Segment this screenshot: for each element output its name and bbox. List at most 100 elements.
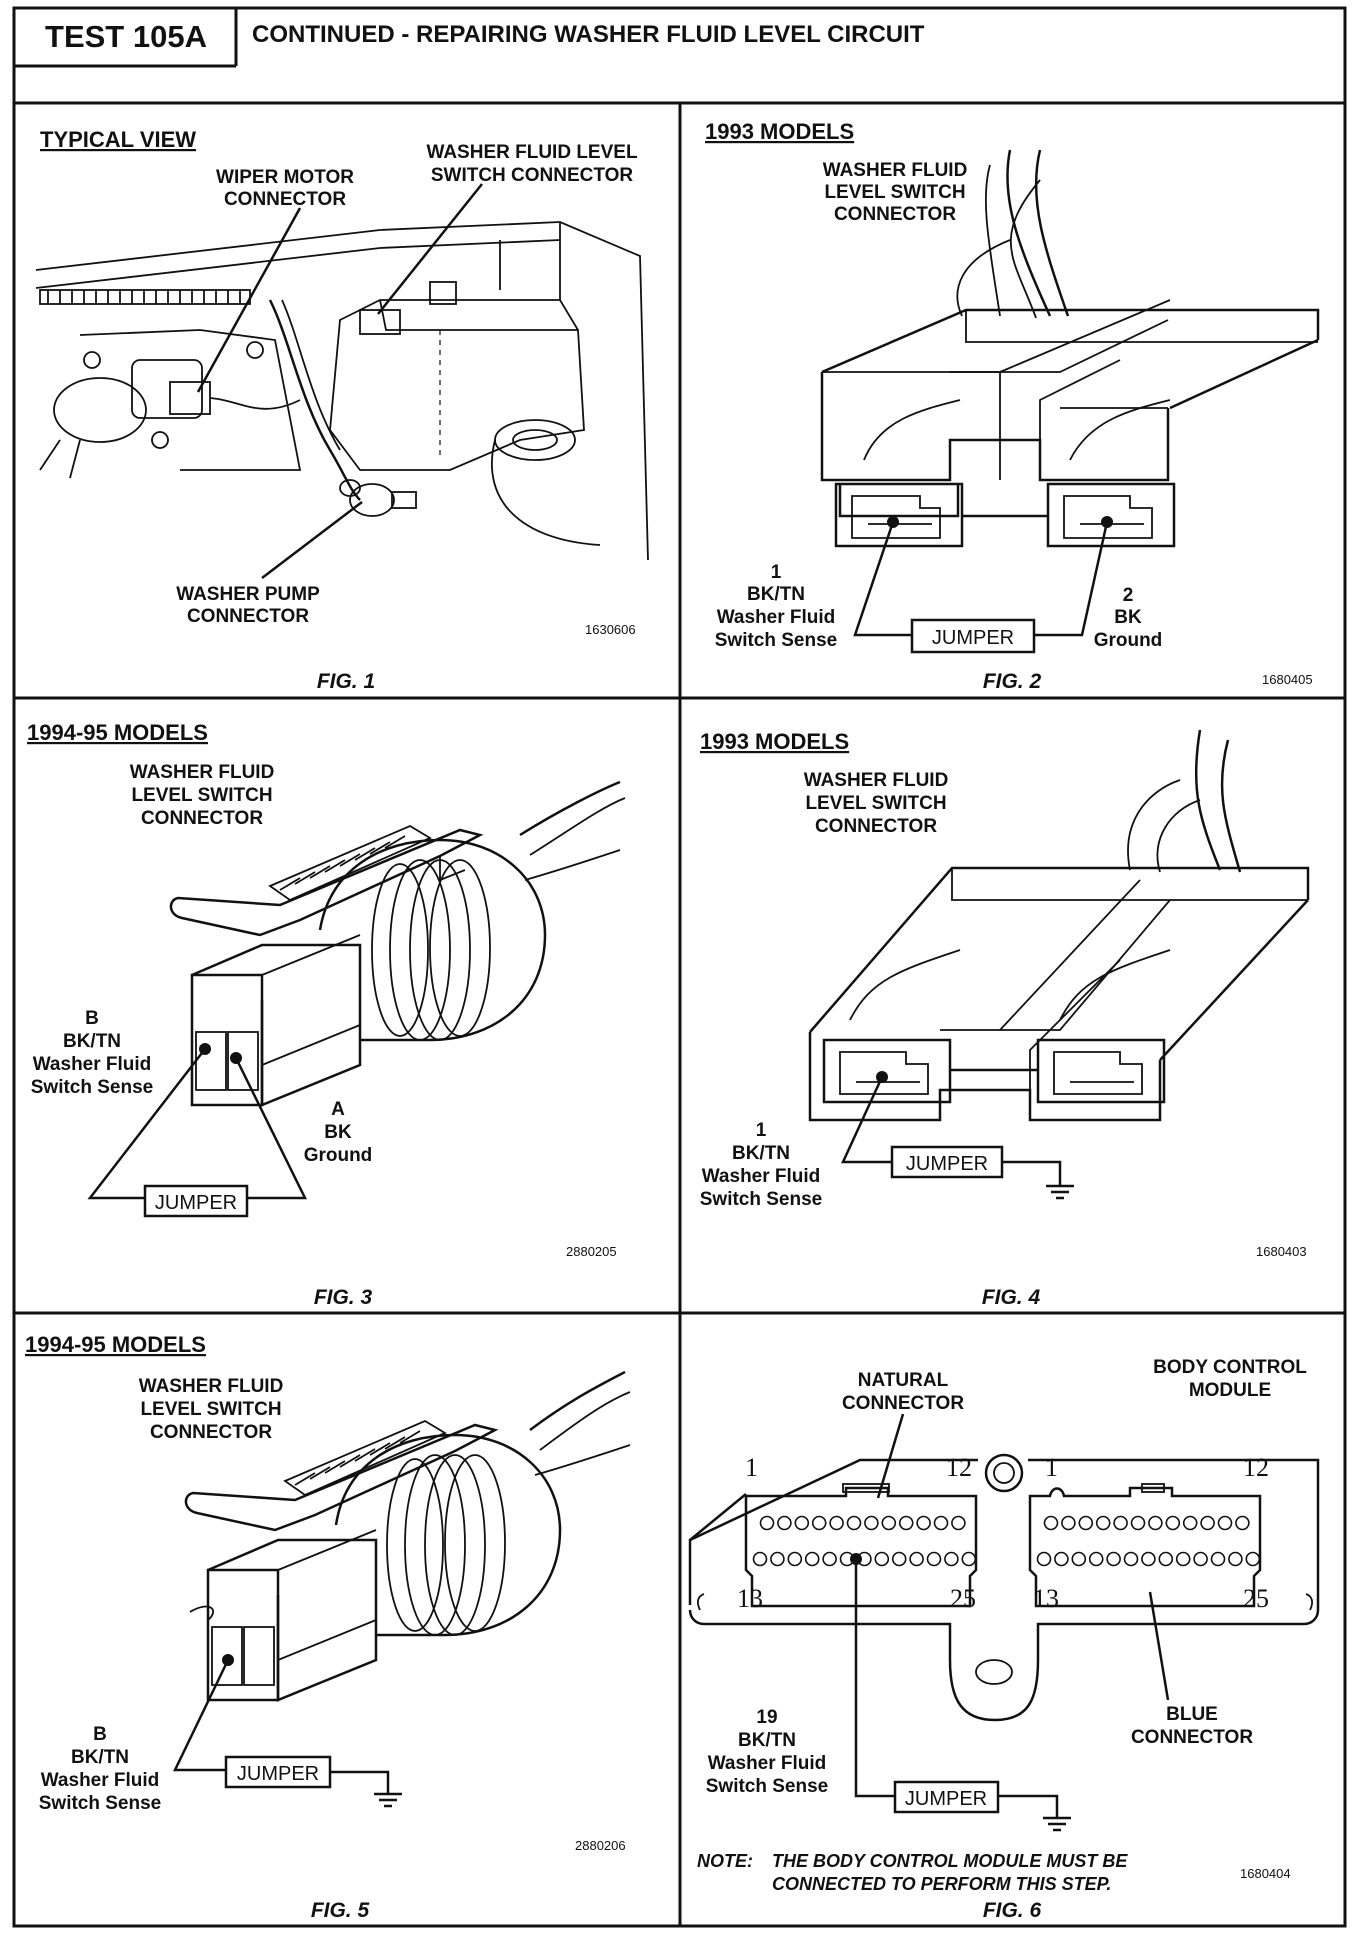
fig4-connector-label-line3: CONNECTOR bbox=[815, 816, 937, 837]
fig4-connector-label-line1: WASHER FLUID bbox=[804, 770, 949, 791]
blue-bottom-pin-hole bbox=[1193, 1551, 1208, 1567]
fig5-ground-wire bbox=[330, 1770, 390, 1784]
fig3-pin-b-desc-line1: Washer Fluid bbox=[33, 1054, 152, 1075]
blue-top-pin-hole bbox=[1200, 1515, 1215, 1531]
blue-bottom-pin-hole bbox=[1141, 1551, 1156, 1567]
fig2-pin2-desc: Ground bbox=[1094, 630, 1163, 651]
fig5-jumper-label: JUMPER bbox=[237, 1763, 319, 1785]
natural-bottom-pin-hole bbox=[770, 1551, 785, 1567]
blue-top-pin-hole bbox=[1078, 1515, 1094, 1531]
blue-top-pin-hole bbox=[1165, 1515, 1181, 1531]
fig3-jumper-label: JUMPER bbox=[155, 1192, 237, 1214]
fig6-note-label: NOTE: bbox=[697, 1851, 753, 1871]
fig1-switch-label-line1: WASHER FLUID LEVEL bbox=[426, 142, 638, 163]
fig2-panel: 1993 MODELS WASHER FLUID LEVEL SWITCH CO… bbox=[705, 119, 1320, 693]
natural-bottom-pin-hole bbox=[891, 1551, 907, 1567]
fig4-ground-icon bbox=[1044, 1174, 1076, 1200]
test-id: TEST 105A bbox=[45, 19, 207, 54]
natural-top-pin-hole bbox=[811, 1515, 827, 1531]
fig3-section-title: 1994-95 MODELS bbox=[27, 720, 208, 745]
fig3-connector-label-line2: LEVEL SWITCH bbox=[131, 785, 272, 806]
wiper-motor bbox=[53, 377, 147, 443]
natural-bottom-pin-hole bbox=[804, 1551, 820, 1567]
fig6-blue-leader bbox=[1148, 1591, 1170, 1701]
blue-top-pin-hole bbox=[1235, 1515, 1250, 1531]
fig2-pin2-color: BK bbox=[1114, 607, 1142, 628]
fig3-connector-label-line1: WASHER FLUID bbox=[130, 762, 275, 783]
fig2-two-pin-connector-illustration bbox=[820, 149, 1320, 548]
fig6-natural-pin-13: 13 bbox=[737, 1584, 763, 1613]
fig6-note-line1: THE BODY CONTROL MODULE MUST BE bbox=[772, 1851, 1128, 1871]
blue-connector bbox=[1028, 1486, 1262, 1608]
fig2-connector-label-line2: LEVEL SWITCH bbox=[824, 182, 965, 203]
fig2-pin1-number: 1 bbox=[771, 562, 782, 583]
fig6-blue-pin-13: 13 bbox=[1033, 1584, 1059, 1613]
fig1-wiper-label-line1: WIPER MOTOR bbox=[216, 167, 354, 188]
fig1-wiper-label-line2: CONNECTOR bbox=[224, 189, 346, 210]
fig2-caption: FIG. 2 bbox=[983, 670, 1042, 693]
fig6-pin19-desc-line2: Switch Sense bbox=[706, 1776, 829, 1797]
page-title: CONTINUED - REPAIRING WASHER FLUID LEVEL… bbox=[252, 21, 925, 48]
bcm-pin-holes bbox=[752, 1515, 1261, 1567]
natural-bottom-pin-hole bbox=[926, 1551, 942, 1567]
natural-top-pin-hole bbox=[933, 1515, 949, 1531]
fig6-ground-wire bbox=[998, 1794, 1059, 1808]
fig1-caption: FIG. 1 bbox=[317, 670, 375, 693]
fig6-ground-icon bbox=[1041, 1806, 1073, 1832]
fig6-note-line2: CONNECTED TO PERFORM THIS STEP. bbox=[772, 1874, 1111, 1894]
washer-pump bbox=[349, 483, 395, 517]
fig2-pin1-desc-line2: Switch Sense bbox=[715, 630, 838, 651]
natural-top-pin-hole bbox=[777, 1515, 792, 1531]
fig6-panel: NATURAL CONNECTOR BODY CONTROL MODULE 1 … bbox=[688, 1357, 1320, 1922]
blue-bottom-pin-hole bbox=[1123, 1551, 1139, 1567]
fig4-pin1-desc-line2: Switch Sense bbox=[700, 1189, 823, 1210]
natural-bottom-pin-hole bbox=[909, 1551, 924, 1567]
reservoir-cap bbox=[429, 281, 457, 305]
fig3-jumper-box bbox=[143, 1184, 249, 1218]
blue-bottom-pin-hole bbox=[1175, 1551, 1191, 1567]
fig2-connector-label-line1: WASHER FLUID bbox=[823, 160, 968, 181]
fig5-pin-b-color: BK/TN bbox=[71, 1747, 129, 1768]
fig4-jumper-label: JUMPER bbox=[906, 1153, 988, 1175]
fig6-code: 1680404 bbox=[1240, 1866, 1291, 1881]
blue-top-pin-hole bbox=[1217, 1515, 1233, 1531]
fig1-panel: TYPICAL VIEW WIPER MOTOR CONNECTOR WASHE… bbox=[35, 127, 649, 693]
fig3-pin-a-letter: A bbox=[331, 1099, 345, 1120]
fig3-pin-b-letter: B bbox=[85, 1008, 99, 1029]
fig5-pin-b-desc-line1: Washer Fluid bbox=[41, 1770, 160, 1791]
washer-reservoir bbox=[329, 299, 585, 471]
fig6-caption: FIG. 6 bbox=[983, 1899, 1042, 1922]
fig2-pin2-number: 2 bbox=[1123, 585, 1134, 606]
fig4-pin1-number: 1 bbox=[756, 1120, 767, 1141]
fig3-pin-b-color: BK/TN bbox=[63, 1031, 121, 1052]
fig3-pin-b-desc-line2: Switch Sense bbox=[31, 1077, 154, 1098]
fig5-jumper-box bbox=[224, 1755, 332, 1789]
fig3-pin-a-desc: Ground bbox=[304, 1145, 373, 1166]
fig1-pump-label-line1: WASHER PUMP bbox=[176, 584, 320, 605]
natural-top-pin-hole bbox=[794, 1515, 810, 1531]
natural-top-pin-hole bbox=[951, 1515, 966, 1531]
fig5-pin-b-desc-line2: Switch Sense bbox=[39, 1793, 162, 1814]
natural-bottom-pin-hole bbox=[752, 1551, 768, 1567]
fig5-section-title: 1994-95 MODELS bbox=[25, 1332, 206, 1357]
blue-top-pin-hole bbox=[1148, 1515, 1163, 1531]
fig6-jumper-box bbox=[893, 1780, 1000, 1814]
fig4-ground-wire bbox=[1002, 1160, 1062, 1176]
fig6-natural-label-line2: CONNECTOR bbox=[842, 1393, 964, 1414]
fig2-code: 1680405 bbox=[1262, 672, 1313, 687]
fig6-jumper-wire-left bbox=[854, 1559, 895, 1798]
fig5-code: 2880206 bbox=[575, 1838, 626, 1853]
fig6-natural-pin-25: 25 bbox=[950, 1584, 976, 1613]
fig3-code: 2880205 bbox=[566, 1244, 617, 1259]
engine-bay-illustration bbox=[35, 221, 649, 561]
fig6-blue-pin-25: 25 bbox=[1243, 1584, 1269, 1613]
blue-bottom-pin-hole bbox=[1054, 1551, 1069, 1567]
fig2-jumper-wire-left bbox=[853, 521, 912, 637]
fig3-caption: FIG. 3 bbox=[314, 1286, 373, 1309]
fig6-natural-pin-1: 1 bbox=[745, 1453, 758, 1482]
fig4-caption: FIG. 4 bbox=[982, 1286, 1041, 1309]
natural-top-pin-hole bbox=[881, 1515, 897, 1531]
natural-top-pin-hole bbox=[759, 1515, 775, 1531]
fig5-weatherpack-connector-illustration bbox=[184, 1370, 631, 1702]
